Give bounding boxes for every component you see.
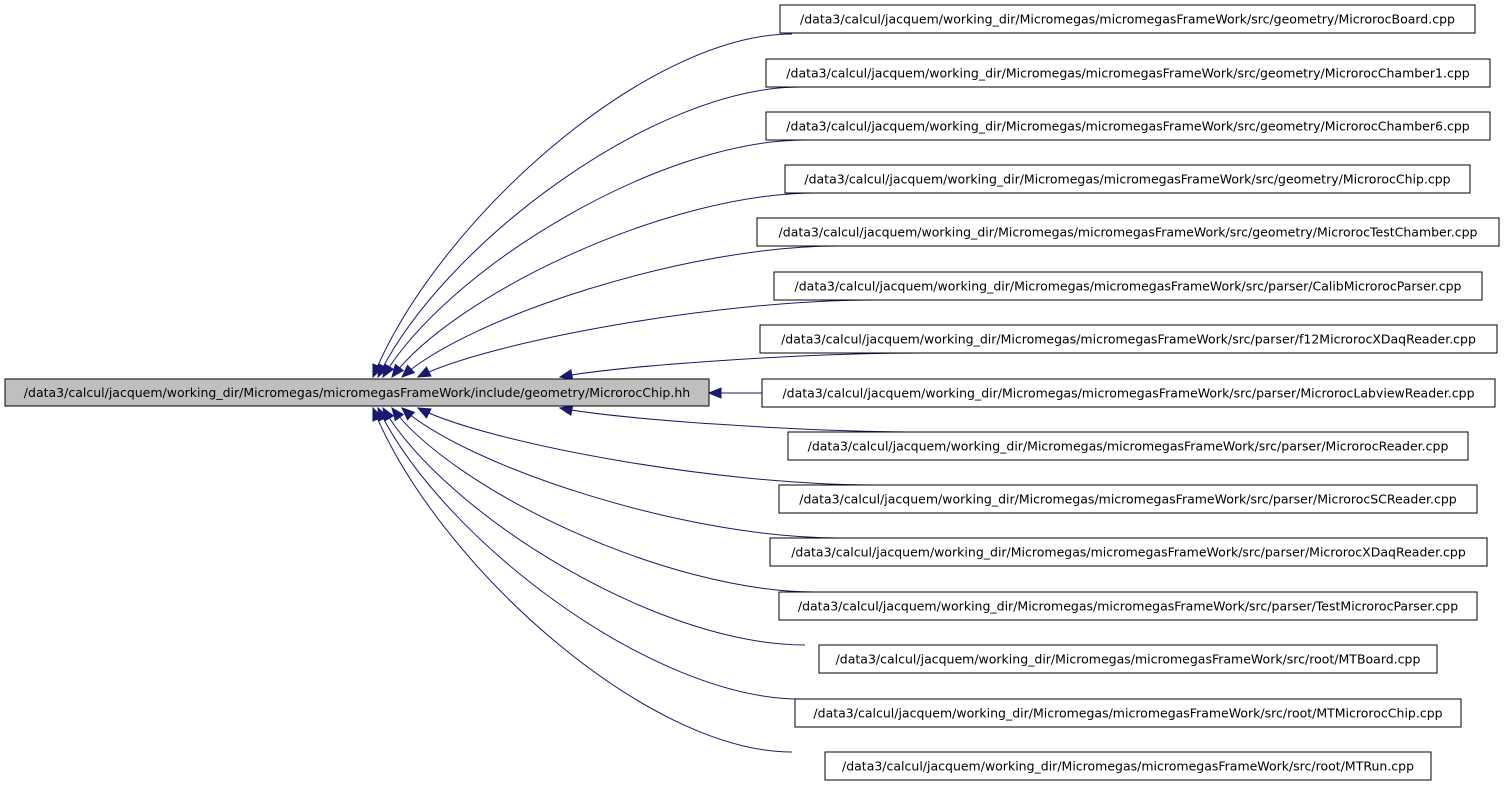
includer-node-label: /data3/calcul/jacquem/working_dir/Microm… [786, 66, 1469, 81]
includer-node-box [784, 164, 1471, 194]
includer-node-box [765, 111, 1491, 141]
include-edge [417, 407, 876, 486]
root-node-box [4, 378, 710, 407]
includer-node-label: /data3/calcul/jacquem/working_dir/Microm… [786, 119, 1469, 134]
include-edge [559, 352, 926, 378]
includer-node-label: /data3/calcul/jacquem/working_dir/Microm… [836, 652, 1421, 667]
include-arrowhead [391, 406, 405, 422]
includer-node[interactable]: /data3/calcul/jacquem/working_dir/Microm… [756, 217, 1500, 247]
includer-node[interactable]: /data3/calcul/jacquem/working_dir/Microm… [824, 751, 1432, 781]
graph-edges [372, 33, 926, 753]
includer-node-box [765, 58, 1491, 88]
includer-node-label: /data3/calcul/jacquem/working_dir/Microm… [781, 332, 1476, 347]
includer-node-box [787, 431, 1469, 461]
includer-node-box [759, 324, 1498, 354]
includer-node-box [773, 271, 1483, 301]
includer-node-label: /data3/calcul/jacquem/working_dir/Microm… [779, 225, 1478, 240]
includer-node-label: /data3/calcul/jacquem/working_dir/Microm… [782, 386, 1474, 401]
includer-node[interactable]: /data3/calcul/jacquem/working_dir/Microm… [779, 4, 1476, 34]
includer-node-label: /data3/calcul/jacquem/working_dir/Microm… [813, 706, 1442, 721]
includer-node[interactable]: /data3/calcul/jacquem/working_dir/Microm… [818, 644, 1438, 674]
include-edge [401, 245, 839, 378]
includer-node-box [824, 751, 1432, 781]
includer-node[interactable]: /data3/calcul/jacquem/working_dir/Microm… [759, 324, 1498, 354]
include-arrowhead [416, 366, 432, 378]
includer-node[interactable]: /data3/calcul/jacquem/working_dir/Microm… [765, 111, 1491, 141]
include-arrowhead [391, 363, 405, 379]
includer-node-label: /data3/calcul/jacquem/working_dir/Microm… [842, 759, 1414, 774]
includer-node[interactable]: /data3/calcul/jacquem/working_dir/Microm… [778, 591, 1478, 621]
include-arrowhead [558, 368, 574, 381]
include-edge [401, 407, 839, 539]
include-edge [559, 407, 926, 433]
includer-node-label: /data3/calcul/jacquem/working_dir/Microm… [799, 492, 1456, 507]
includer-node[interactable]: /data3/calcul/jacquem/working_dir/Microm… [773, 271, 1483, 301]
include-edge [382, 139, 806, 378]
include-arrowhead [401, 364, 416, 378]
includer-node-label: /data3/calcul/jacquem/working_dir/Microm… [808, 439, 1449, 454]
includer-node-label: /data3/calcul/jacquem/working_dir/Microm… [791, 545, 1466, 560]
includer-node-label: /data3/calcul/jacquem/working_dir/Microm… [798, 599, 1458, 614]
include-edge [372, 33, 793, 378]
includer-node[interactable]: /data3/calcul/jacquem/working_dir/Microm… [794, 698, 1462, 728]
include-arrowhead [416, 407, 432, 419]
include-arrowhead [382, 363, 395, 379]
includer-node-box [779, 4, 1476, 34]
includer-node-box [818, 644, 1438, 674]
include-edge [417, 299, 876, 378]
includer-node[interactable]: /data3/calcul/jacquem/working_dir/Microm… [765, 58, 1491, 88]
include-edge [391, 407, 816, 593]
includer-node[interactable]: /data3/calcul/jacquem/working_dir/Microm… [784, 164, 1471, 194]
root-node-label: /data3/calcul/jacquem/working_dir/Microm… [24, 385, 690, 400]
includer-node-label: /data3/calcul/jacquem/working_dir/Microm… [795, 279, 1462, 294]
includer-node-box [778, 484, 1478, 514]
includer-node-box [769, 537, 1488, 567]
include-edge [377, 86, 801, 378]
includer-node-label: /data3/calcul/jacquem/working_dir/Microm… [804, 172, 1450, 187]
includer-node[interactable]: /data3/calcul/jacquem/working_dir/Microm… [761, 378, 1496, 408]
include-edge [372, 407, 793, 753]
include-edge [391, 192, 816, 378]
includer-node-box [761, 378, 1496, 408]
includer-node-box [756, 217, 1500, 247]
includer-node-box [778, 591, 1478, 621]
includer-node[interactable]: /data3/calcul/jacquem/working_dir/Microm… [787, 431, 1469, 461]
includer-node[interactable]: /data3/calcul/jacquem/working_dir/Microm… [769, 537, 1488, 567]
include-arrowhead [558, 404, 574, 417]
include-edge [382, 407, 806, 646]
include-edge [377, 407, 801, 700]
includer-node[interactable]: /data3/calcul/jacquem/working_dir/Microm… [778, 484, 1478, 514]
includer-nodes: /data3/calcul/jacquem/working_dir/Microm… [756, 4, 1500, 781]
includer-node-box [794, 698, 1462, 728]
include-arrowhead [372, 406, 384, 422]
include-arrowhead [707, 387, 722, 399]
root-node[interactable]: /data3/calcul/jacquem/working_dir/Microm… [4, 378, 710, 407]
include-arrowhead [401, 407, 416, 421]
includer-node-label: /data3/calcul/jacquem/working_dir/Microm… [800, 12, 1455, 27]
